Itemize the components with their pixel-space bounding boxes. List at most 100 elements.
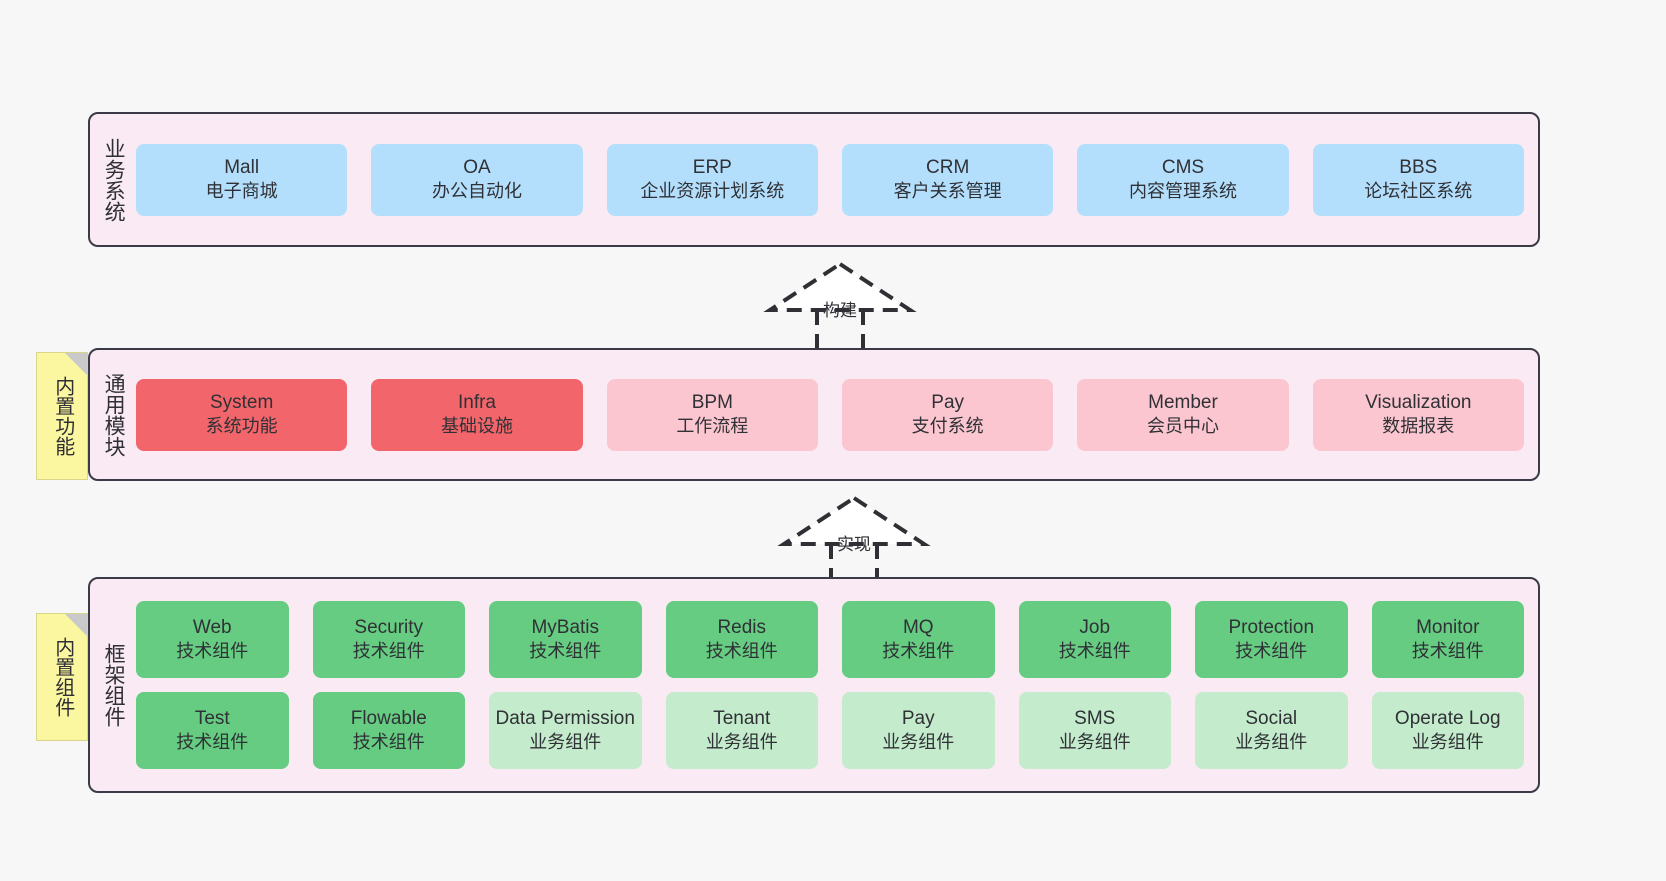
node-subtitle: 会员中心 [1146, 415, 1219, 436]
layer-body-common-module: System 系统功能 Infra 基础设施 BPM 工作流程 Pay 支付系统… [136, 350, 1538, 479]
node-system[interactable]: System 系统功能 [136, 378, 348, 451]
node-subtitle: 工作流程 [676, 415, 749, 436]
node-subtitle: 技术组件 [176, 731, 249, 752]
node-subtitle: 电子商城 [205, 180, 278, 201]
node-subtitle: 业务组件 [1411, 731, 1484, 752]
layer-common-module[interactable]: 通用模块 System 系统功能 Infra 基础设施 BPM 工作流程 Pay… [88, 348, 1540, 481]
node-pay-module[interactable]: Pay 支付系统 [841, 378, 1054, 451]
connector-build-arrow: 构建 [760, 258, 920, 353]
layer-body-framework-component: Web 技术组件 Security 技术组件 MyBatis 技术组件 Redi… [136, 579, 1538, 791]
connector-label-build: 构建 [823, 301, 857, 320]
node-title: MyBatis [531, 617, 600, 639]
node-title: Monitor [1416, 617, 1480, 639]
node-title: Data Permission [495, 708, 635, 730]
node-title: CRM [926, 157, 970, 179]
node-subtitle: 论坛社区系统 [1364, 180, 1473, 201]
node-title: Operate Log [1394, 708, 1501, 730]
layer-title-framework-component: 框架组件 [102, 643, 126, 727]
node-subtitle: 技术组件 [176, 640, 249, 661]
node-row: Test 技术组件 Flowable 技术组件 Data Permission … [136, 692, 1524, 769]
layer-title-business-system: 业务系统 [102, 137, 126, 222]
node-monitor[interactable]: Monitor 技术组件 [1371, 601, 1524, 678]
node-visualization[interactable]: Visualization 数据报表 [1312, 378, 1524, 451]
node-flowable[interactable]: Flowable 技术组件 [312, 692, 465, 769]
node-bpm[interactable]: BPM 工作流程 [606, 378, 818, 451]
node-mall[interactable]: Mall 电子商城 [136, 143, 348, 216]
node-title: Job [1079, 617, 1111, 639]
node-title: MQ [902, 617, 934, 639]
node-subtitle: 企业资源计划系统 [640, 180, 785, 201]
node-subtitle: 数据报表 [1382, 415, 1455, 436]
node-title: Redis [717, 617, 767, 639]
node-crm[interactable]: CRM 客户关系管理 [841, 143, 1054, 216]
node-bbs[interactable]: BBS 论坛社区系统 [1312, 143, 1524, 216]
node-data-permission[interactable]: Data Permission 业务组件 [489, 692, 642, 769]
node-redis[interactable]: Redis 技术组件 [665, 601, 818, 678]
node-title: Protection [1228, 617, 1315, 639]
node-subtitle: 技术组件 [882, 640, 955, 661]
node-subtitle: 业务组件 [1235, 731, 1308, 752]
node-subtitle: 技术组件 [529, 640, 602, 661]
node-title: OA [463, 157, 491, 179]
note-label: 内置功能 [51, 376, 74, 456]
node-title: Test [194, 708, 230, 730]
note-label: 内置组件 [51, 637, 74, 717]
connector-implement-arrow: 实现 [774, 492, 934, 587]
node-erp[interactable]: ERP 企业资源计划系统 [606, 143, 818, 216]
node-title: System [209, 392, 274, 414]
node-title: Pay [901, 708, 935, 730]
node-subtitle: 技术组件 [352, 640, 425, 661]
node-social[interactable]: Social 业务组件 [1195, 692, 1348, 769]
node-title: Security [354, 617, 424, 639]
node-security[interactable]: Security 技术组件 [312, 601, 465, 678]
note-builtin-components[interactable]: 内置组件 [36, 613, 88, 741]
node-subtitle: 技术组件 [1235, 640, 1308, 661]
layer-framework-component[interactable]: 框架组件 Web 技术组件 Security 技术组件 MyBatis 技术组件… [88, 577, 1540, 793]
node-subtitle: 基础设施 [440, 415, 513, 436]
node-title: BPM [691, 392, 733, 414]
node-subtitle: 内容管理系统 [1128, 180, 1237, 201]
node-subtitle: 支付系统 [911, 415, 984, 436]
note-builtin-features[interactable]: 内置功能 [36, 352, 88, 480]
node-subtitle: 技术组件 [705, 640, 778, 661]
node-title: BBS [1399, 157, 1438, 179]
node-subtitle: 业务组件 [529, 731, 602, 752]
node-member[interactable]: Member 会员中心 [1077, 378, 1289, 451]
node-mybatis[interactable]: MyBatis 技术组件 [489, 601, 642, 678]
node-subtitle: 业务组件 [1058, 731, 1131, 752]
node-title: Social [1245, 708, 1298, 730]
node-title: Pay [931, 392, 965, 414]
layer-business-system[interactable]: 业务系统 Mall 电子商城 OA 办公自动化 ERP 企业资源计划系统 CRM… [88, 112, 1540, 247]
node-row: Mall 电子商城 OA 办公自动化 ERP 企业资源计划系统 CRM 客户关系… [136, 143, 1524, 216]
note-fold-corner-icon [65, 614, 87, 636]
node-row: Web 技术组件 Security 技术组件 MyBatis 技术组件 Redi… [136, 601, 1524, 678]
node-operate-log[interactable]: Operate Log 业务组件 [1371, 692, 1524, 769]
node-infra[interactable]: Infra 基础设施 [371, 378, 583, 451]
node-subtitle: 客户关系管理 [893, 180, 1002, 201]
node-title: Visualization [1365, 392, 1472, 414]
node-cms[interactable]: CMS 内容管理系统 [1077, 143, 1289, 216]
connector-label-implement: 实现 [837, 535, 871, 554]
node-title: Flowable [350, 708, 427, 730]
node-title: Infra [457, 392, 496, 414]
node-subtitle: 系统功能 [205, 415, 278, 436]
node-title: ERP [692, 157, 732, 179]
node-test[interactable]: Test 技术组件 [136, 692, 289, 769]
node-pay-component[interactable]: Pay 业务组件 [842, 692, 995, 769]
node-protection[interactable]: Protection 技术组件 [1195, 601, 1348, 678]
node-title: Mall [224, 157, 260, 179]
node-web[interactable]: Web 技术组件 [136, 601, 289, 678]
node-mq[interactable]: MQ 技术组件 [842, 601, 995, 678]
node-title: Tenant [713, 708, 771, 730]
node-row: System 系统功能 Infra 基础设施 BPM 工作流程 Pay 支付系统… [136, 378, 1524, 451]
node-subtitle: 办公自动化 [431, 180, 522, 201]
node-tenant[interactable]: Tenant 业务组件 [665, 692, 818, 769]
node-sms[interactable]: SMS 业务组件 [1018, 692, 1171, 769]
layer-title-common-module: 通用模块 [102, 372, 126, 457]
node-subtitle: 业务组件 [705, 731, 778, 752]
node-title: CMS [1161, 157, 1205, 179]
node-oa[interactable]: OA 办公自动化 [371, 143, 583, 216]
node-job[interactable]: Job 技术组件 [1018, 601, 1171, 678]
node-subtitle: 业务组件 [882, 731, 955, 752]
